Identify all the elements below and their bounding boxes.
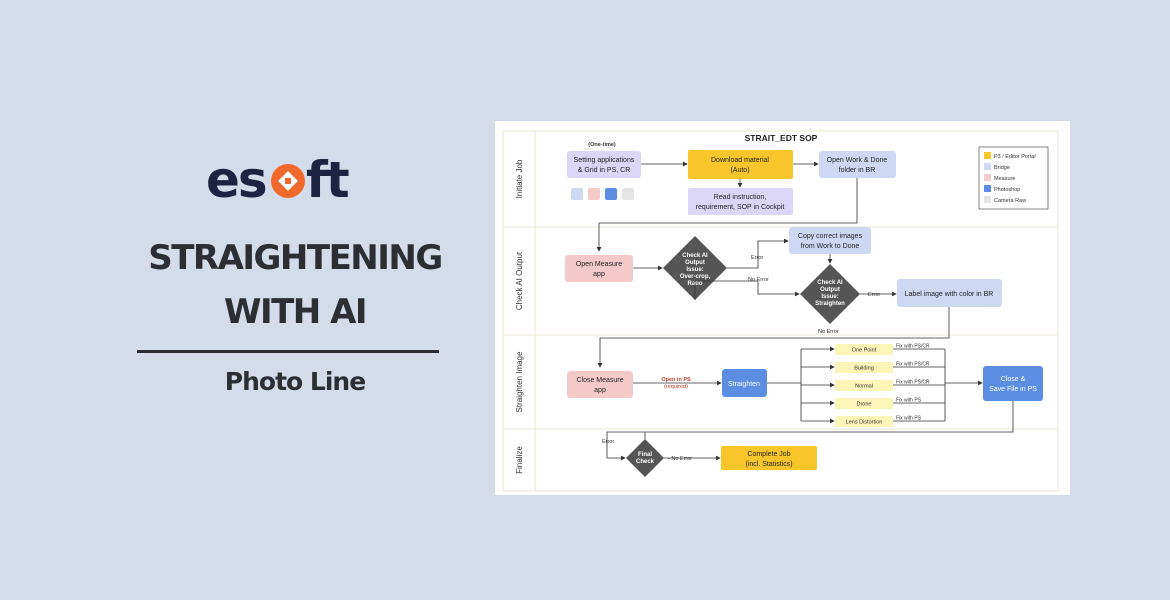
node-straighten-text: Straighten <box>728 381 760 388</box>
node-download-material <box>688 150 793 179</box>
diagram-frame <box>502 130 1059 492</box>
node-read-instruction <box>688 188 793 215</box>
node-label-image <box>897 279 1002 307</box>
edge-label-no-error-3: - No Error <box>668 456 692 462</box>
case-label-3: Normal <box>855 384 873 390</box>
legend-bridge: Bridge <box>994 165 1010 171</box>
node-copy-images <box>789 227 871 254</box>
legend-photoshop: Photoshop <box>994 187 1020 193</box>
final-check-l2: Check <box>636 459 655 465</box>
legend: P3 / Editor Portal Bridge Measure Photos… <box>978 146 1049 210</box>
check2-l2: Output <box>820 287 840 293</box>
node-copy-line2: from Work to Done <box>801 243 860 250</box>
one-time-label: (One-time) <box>588 142 616 148</box>
headline-line-2: WITH AI <box>223 292 368 332</box>
case-fix-1: Fix with PS/CR <box>896 344 930 350</box>
sop-flowchart: Initiate Job Check AI Output Straighten … <box>502 130 1059 492</box>
node-setting-applications <box>567 151 641 178</box>
check1-l2: Output <box>685 260 705 266</box>
node-label-image-text: Label image with color in BR <box>905 291 994 298</box>
legend-measure: Measure <box>994 176 1015 182</box>
logo-text-ft: ft <box>306 151 349 206</box>
node-close-measure <box>567 371 633 398</box>
case-box-4 <box>835 398 893 409</box>
decision-check-ai-overcrop <box>663 236 727 300</box>
node-close-measure-line2: app <box>594 387 606 394</box>
edge-label-error-1: Error <box>751 255 763 261</box>
node-download-line1: Download material <box>711 157 769 164</box>
case-label-2: Building <box>854 366 874 372</box>
node-download-line2: (Auto) <box>730 167 749 174</box>
node-close-save-line2: Save File in PS <box>989 386 1037 393</box>
node-read-line2: requirement, SOP in Cockpit <box>696 204 785 211</box>
node-copy-line1: Copy correct images <box>798 233 863 240</box>
node-close-save <box>983 366 1043 401</box>
decision-check-ai-straighten <box>800 264 860 324</box>
case-box-1 <box>835 344 893 355</box>
node-read-line1: Read instruction, <box>714 194 767 201</box>
decision-final-check <box>626 439 664 477</box>
node-open-measure <box>565 255 633 282</box>
headline-line-1: STRAIGHTENING <box>148 238 443 278</box>
lane-finalize: Finalize <box>515 446 524 474</box>
node-open-work-line2: folder in BR <box>839 167 876 174</box>
node-complete-job <box>721 446 817 470</box>
case-label-1: One Point <box>852 348 877 354</box>
legend-portal: P3 / Editor Portal <box>994 154 1036 160</box>
lane-initiate-job: Initiate Job <box>515 159 524 198</box>
case-label-5: Lens Distortion <box>846 420 883 426</box>
edge-label-no-error-2: No Error <box>818 329 839 335</box>
lane-straighten-image: Straighten Image <box>515 351 524 412</box>
node-straighten <box>722 369 767 397</box>
case-fix-2: Fix with PS/CR <box>896 362 930 368</box>
node-open-work-line1: Open Work & Done <box>827 157 888 164</box>
check2-l4: Straighten <box>815 301 845 307</box>
case-fix-5: Fix with PS <box>896 416 922 422</box>
logo-text-e-s: es <box>206 151 266 206</box>
node-setting-line2: & Grid in PS, CR <box>578 167 631 174</box>
check1-l3: Issue: <box>686 267 703 273</box>
edge-label-no-error-1: No Error <box>748 277 769 283</box>
color-swatch-measure <box>588 188 600 200</box>
case-label-4: Drone <box>857 402 872 408</box>
color-swatch-photoshop <box>605 188 617 200</box>
headline-divider <box>137 350 439 353</box>
node-close-measure-line1: Close Measure <box>576 377 623 384</box>
open-in-ps-required: (required) <box>664 384 688 390</box>
sop-diagram-panel: Initiate Job Check AI Output Straighten … <box>495 121 1070 495</box>
legend-camera-raw: Camera Raw <box>994 198 1026 204</box>
node-complete-line2: (incl. Statistics) <box>745 461 792 468</box>
logo-o-icon <box>271 164 305 198</box>
case-box-2 <box>835 362 893 373</box>
node-complete-line1: Complete Job <box>747 451 790 458</box>
subtitle: Photo Line <box>224 367 366 396</box>
node-open-measure-line1: Open Measure <box>576 261 622 268</box>
case-box-5 <box>835 416 893 427</box>
edge-label-error-2: Error <box>868 292 880 298</box>
node-open-measure-line2: app <box>593 271 605 278</box>
case-box-3 <box>835 380 893 391</box>
color-swatch-camera-raw <box>622 188 634 200</box>
case-fix-3: Fix with PS/CR <box>896 380 930 386</box>
node-setting-line1: Setting applications <box>574 157 635 164</box>
check2-l1: Check AI <box>817 280 843 286</box>
case-fix-4: Fix with PS <box>896 398 922 404</box>
diagram-title: STRAIT_EDT SOP <box>745 133 818 143</box>
final-check-l1: Final <box>638 452 652 458</box>
check1-l4: Over-crop, <box>680 274 711 280</box>
check2-l3: Issue: <box>821 294 838 300</box>
open-in-ps-label: Open in PS <box>661 377 691 383</box>
check1-l1: Check AI <box>682 253 708 259</box>
node-close-save-line1: Close & <box>1001 376 1026 383</box>
lane-check-ai-output: Check AI Output <box>515 251 524 310</box>
esoft-logo: es ft <box>206 151 351 206</box>
color-swatch-bridge <box>571 188 583 200</box>
edge-label-error-3: Error <box>602 439 614 445</box>
node-open-work-done <box>819 151 896 178</box>
